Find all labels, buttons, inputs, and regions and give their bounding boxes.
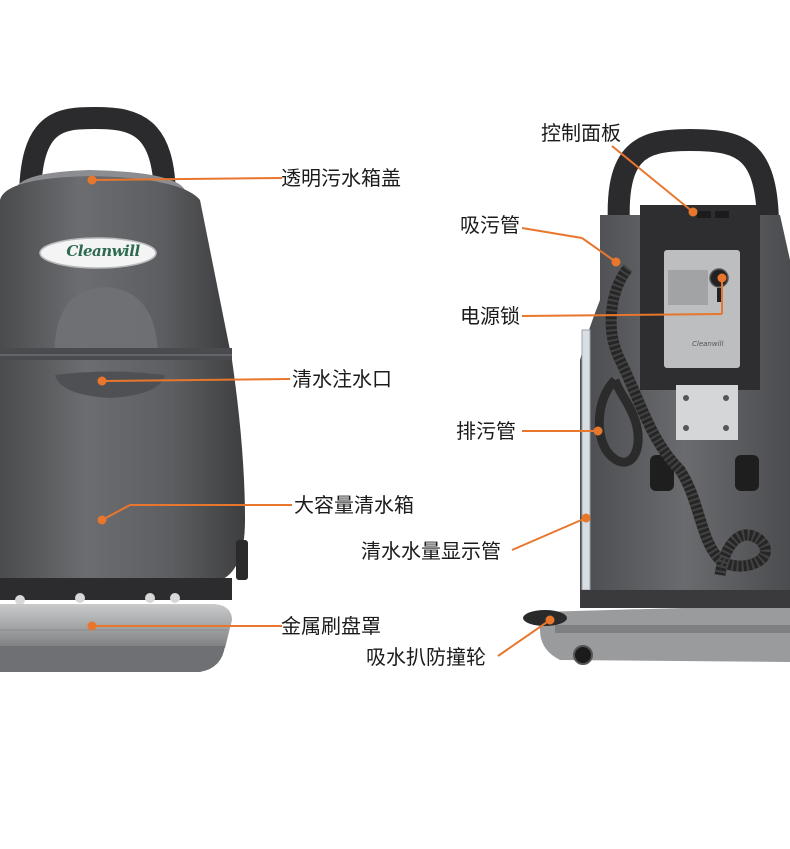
water-level-tube — [581, 329, 591, 591]
bumper-wheel — [523, 610, 567, 626]
front-lower-tank — [0, 360, 245, 582]
label-power-lock: 电源锁 — [460, 304, 520, 328]
control-panel — [664, 250, 740, 368]
label-large-tank: 大容量清水箱 — [294, 493, 414, 517]
rear-handle — [607, 128, 780, 251]
label-suction-hose: 吸污管 — [460, 213, 520, 237]
drain-plate — [676, 385, 738, 440]
front-view-machine — [0, 106, 248, 672]
logo-badge — [39, 237, 157, 269]
leader-lines — [87, 145, 727, 657]
label-drain-hose: 排污管 — [456, 419, 516, 443]
label-brush-cover: 金属刷盘罩 — [281, 614, 381, 638]
squeegee-assembly — [540, 605, 790, 662]
front-handle — [19, 106, 176, 211]
label-water-inlet: 清水注水口 — [292, 367, 392, 391]
label-control-panel: 控制面板 — [541, 121, 621, 145]
label-squeegee-wheel: 吸水扒防撞轮 — [366, 645, 486, 669]
brand-logo-panel: Cleanwill — [692, 340, 724, 348]
drain-hose — [594, 376, 643, 467]
rear-view-machine — [523, 128, 790, 665]
label-level-tube: 清水水量显示管 — [361, 539, 501, 563]
label-lid: 透明污水箱盖 — [281, 166, 401, 190]
brand-logo-front: Cleanwill — [66, 242, 140, 260]
